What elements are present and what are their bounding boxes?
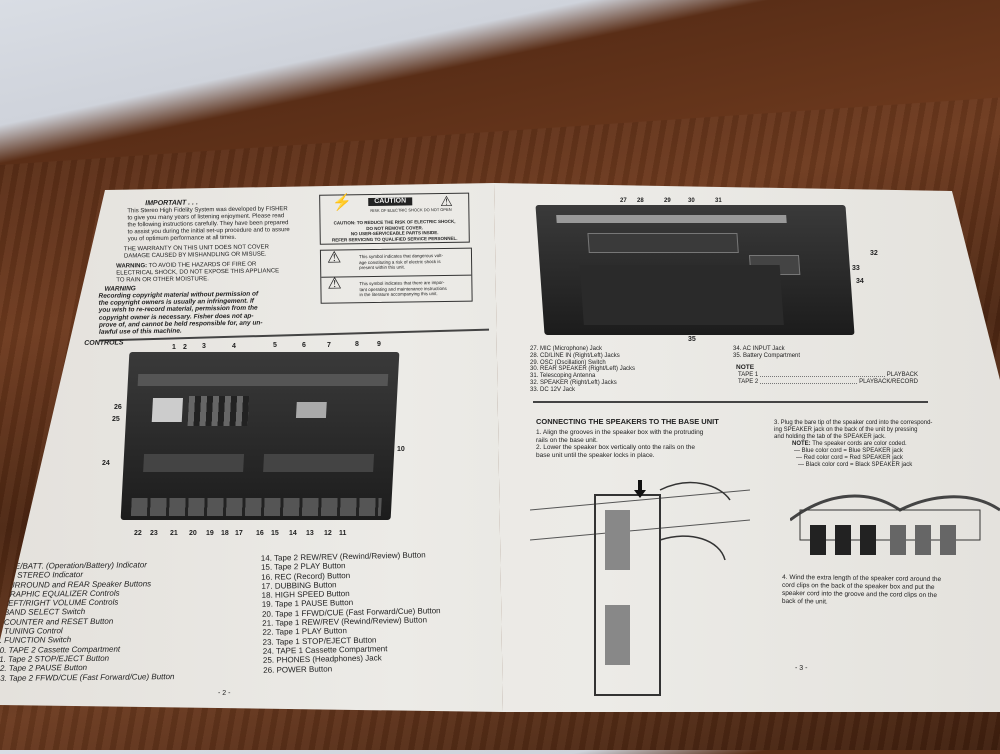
- stereo-front-illustration: [120, 352, 400, 520]
- callout-bottom: 22: [134, 530, 142, 537]
- list-item: 28. CD/LINE IN (Right/Left) Jacks: [530, 352, 620, 359]
- callout-bottom: 20: [189, 530, 197, 537]
- callout-34: 34: [856, 278, 864, 285]
- divider: [533, 401, 928, 403]
- exclamation-triangle-icon: ⚠: [327, 275, 342, 293]
- note-label: TAPE 1: [738, 372, 759, 378]
- callout-bottom: 23: [150, 530, 158, 537]
- callout-bottom: 12: [324, 530, 332, 537]
- warning-moisture: WARNING: TO AVOID THE HAZARDS OF FIRE OR…: [116, 261, 280, 284]
- lightning-triangle-icon: ⚠: [326, 249, 342, 267]
- callout-26: 26: [114, 404, 122, 411]
- note-value: PLAYBACK/RECORD: [859, 378, 918, 385]
- note-label: TAPE 2: [738, 378, 759, 385]
- section-title: CONNECTING THE SPEAKERS TO THE BASE UNIT: [536, 417, 719, 426]
- callout-top: 30: [688, 198, 695, 204]
- page-number: - 3 -: [795, 665, 808, 672]
- list-item: 34. AC INPUT Jack: [733, 346, 785, 352]
- callout-3: 3: [202, 343, 206, 351]
- callout-bottom: 21: [170, 530, 178, 537]
- list-item: 29. OSC (Oscillation) Switch: [530, 359, 606, 366]
- list-item: 30. REAR SPEAKER (Right/Left) Jacks: [530, 366, 636, 373]
- symbols-box: ⚠ ⚠ This symbol indicates that dangerous…: [319, 247, 473, 304]
- caution-text: CAUTION: TO REDUCE THE RISK OF ELECTRIC …: [331, 218, 458, 243]
- callout-6: 6: [302, 342, 306, 349]
- callout-1: 1: [172, 344, 176, 351]
- step-3: 3. Plug the bare tip of the speaker cord…: [774, 420, 933, 468]
- callout-top: 29: [664, 198, 671, 204]
- note-table: TAPE 1 PLAYBACK TAPE 2 PLAYBACK/RECORD: [738, 372, 918, 386]
- callout-bottom: 14: [289, 530, 297, 537]
- list-item: 35. Battery Compartment: [733, 352, 801, 359]
- callout-bottom: 13: [306, 530, 314, 537]
- symbol1-text: This symbol indicates that dangerous vol…: [358, 252, 444, 271]
- callout-32: 32: [870, 250, 878, 257]
- step-4: 4. Wind the extra length of the speaker …: [781, 573, 942, 606]
- list-item: 13. Tape 2 FFWD/CUE (Fast Forward/Cue) B…: [0, 671, 175, 683]
- callout-7: 7: [327, 341, 331, 349]
- callout-bottom: 16: [256, 530, 264, 537]
- callout-9: 9: [377, 340, 381, 348]
- callout-5: 5: [273, 342, 277, 350]
- callout-4: 4: [232, 342, 236, 350]
- caution-title: CAUTION: [368, 197, 413, 207]
- callout-2: 2: [183, 343, 187, 351]
- steps-1-2: 1. Align the grooves in the speaker box …: [536, 429, 704, 459]
- list-item: 27. MIC (Microphone) Jack: [530, 346, 603, 352]
- stereo-back-illustration: [535, 205, 855, 335]
- callout-bottom: 15: [271, 530, 279, 537]
- callout-10: 10: [397, 446, 405, 453]
- exclamation-icon: ⚠: [440, 192, 453, 210]
- list-item: 31. Telescoping Antenna: [530, 373, 596, 380]
- speaker-mount-illustration: [530, 480, 750, 696]
- page-number: - 2 -: [218, 690, 231, 697]
- callout-bottom: 11: [339, 530, 347, 537]
- note-value: PLAYBACK: [886, 372, 918, 378]
- callout-top: 27: [620, 198, 627, 204]
- list-item: 33. DC 12V Jack: [530, 386, 576, 393]
- callout-bottom: 19: [206, 530, 214, 537]
- callout-top: 31: [715, 198, 722, 204]
- controls-title: CONTROLS: [84, 339, 124, 348]
- copyright-warning: Recording copyright material without per…: [98, 290, 263, 336]
- symbol2-text: This symbol indicates that there are imp…: [359, 279, 447, 298]
- caution-box: ⚡ CAUTION RISK OF ELECTRIC SHOCK DO NOT …: [319, 192, 470, 245]
- important-text: This Stereo High Fidelity System was dev…: [127, 206, 290, 243]
- callout-8: 8: [355, 341, 359, 349]
- callout-bottom: 18: [221, 530, 229, 537]
- callout-33: 33: [852, 265, 860, 272]
- callout-35: 35: [688, 336, 696, 343]
- speaker-cord-illustration: [790, 494, 1000, 555]
- callout-25: 25: [112, 416, 120, 423]
- controls-list-a: 1. OPE/BATT. (Operation/Battery) Indicat…: [0, 560, 175, 683]
- note-title: NOTE: [736, 364, 755, 371]
- electric-shock-icon: ⚡: [332, 194, 353, 212]
- controls-list-b: 14. Tape 2 REW/REV (Rewind/Review) Butto…: [261, 550, 442, 675]
- warranty-text: THE WARRANTY ON THIS UNIT DOES NOT COVER…: [123, 244, 269, 260]
- list-item: 32. SPEAKER (Right/Left) Jacks: [530, 379, 617, 386]
- callout-24: 24: [102, 460, 110, 467]
- callout-bottom: 17: [235, 530, 243, 537]
- callout-top: 28: [637, 198, 644, 204]
